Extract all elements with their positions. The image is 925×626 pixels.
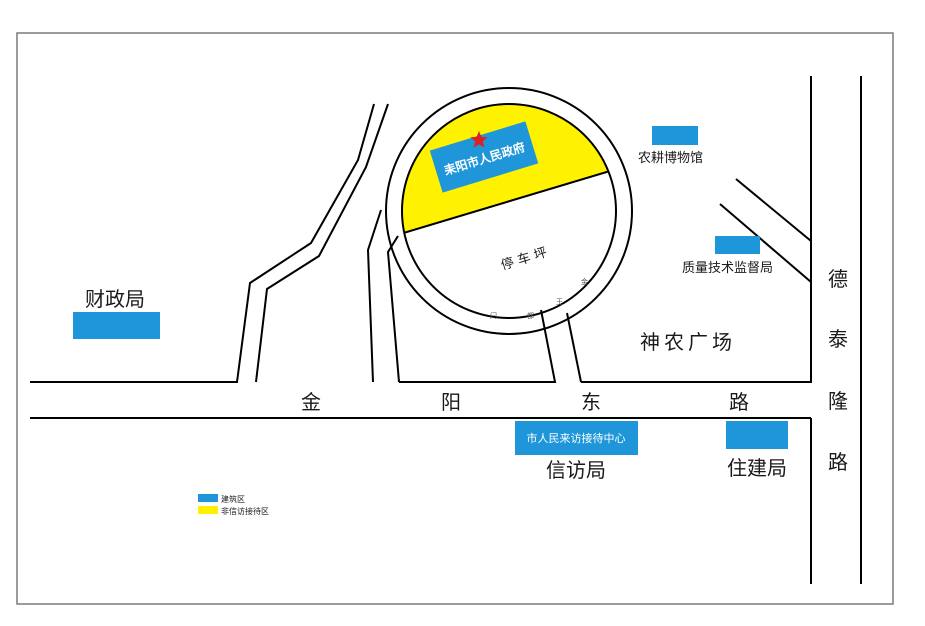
nonggeng-museum-label: 农耕博物馆 [638,150,703,166]
quality-bureau-label: 质量技术监督局 [682,261,773,276]
housing-bureau-label: 住建局 [727,456,787,480]
ring-char-1: 闩 [490,311,497,320]
jinyang-east-road-lines [30,76,862,584]
jinyang-road-char-4: 路 [729,390,749,414]
nonggeng-museum-building[interactable] [652,126,698,145]
quality-bureau-building[interactable] [715,236,760,254]
petition-center-building[interactable] [515,421,638,455]
legend-label-building: 建筑区 [221,494,245,504]
petition-bureau-label: 信访局 [546,458,606,482]
map-legend: 建筑区 非信访接待区 [198,494,269,516]
jinyang-road-char-3: 东 [581,390,601,414]
detai-road-char-3: 隆 [828,389,848,413]
legend-swatch-non-reception [198,506,218,514]
jinyang-road-char-1: 金 [301,390,321,414]
ring-char-3: 王 [556,298,563,306]
finance-bureau-building[interactable] [73,312,160,339]
ring-char-2: 都 [527,312,534,320]
finance-bureau-label: 财政局 [85,287,145,311]
detai-road-char-2: 泰 [828,327,848,351]
legend-label-non-reception: 非信访接待区 [221,506,269,516]
detai-road-char-4: 路 [828,450,848,474]
star-icon [470,131,488,148]
shennong-square-label: 神农广场 [640,330,736,354]
detai-road-char-1: 德 [828,267,848,291]
housing-bureau-building[interactable] [726,421,788,449]
ring-char-4: 金 [581,277,588,286]
petition-center-label: 市人民来访接待中心 [527,431,626,445]
government-compound: 耒阳市人民政府 停 车 坪 闩 都 王 金 [385,87,633,335]
legend-swatch-building [198,494,218,502]
jinyang-road-char-2: 阳 [441,390,461,414]
